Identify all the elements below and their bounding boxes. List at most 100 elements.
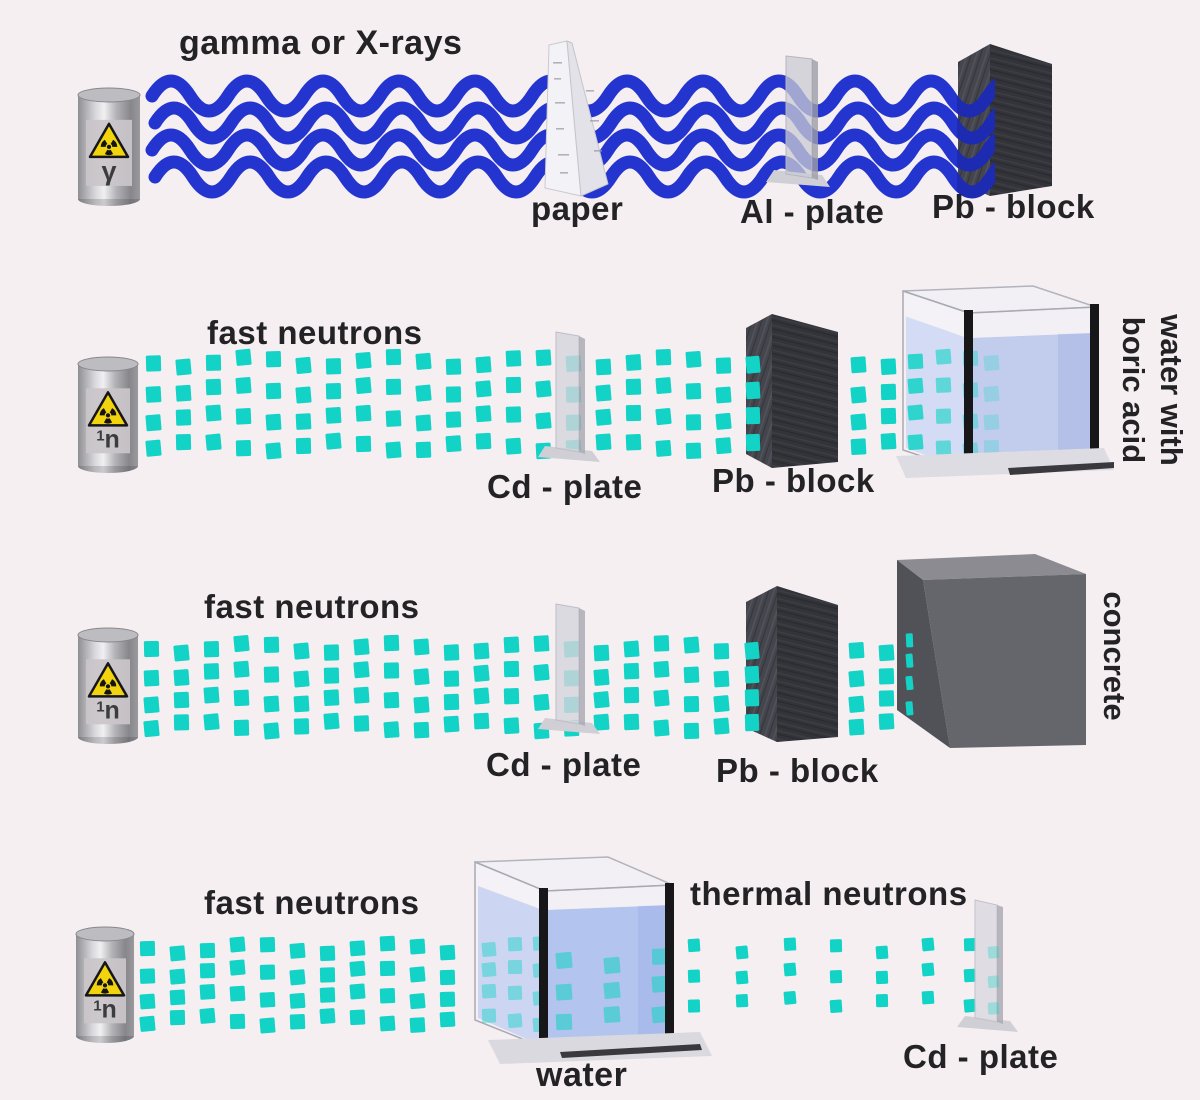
neutron-dash (353, 715, 370, 732)
neutron-dash (409, 966, 426, 983)
neutron-dash (349, 960, 366, 977)
neutron-dash (443, 693, 460, 711)
source-symbol: 1n (93, 995, 117, 1023)
neutron-dash (349, 983, 366, 1000)
neutron-dash (713, 717, 730, 735)
neutron-dash (235, 408, 252, 425)
neutron-dash (143, 640, 160, 658)
concrete-block (897, 554, 1086, 748)
neutron-dash (850, 438, 867, 456)
neutron-dash (439, 1011, 456, 1028)
neutrons-absorbed-at-concrete (905, 633, 914, 716)
neutron-dash (655, 439, 672, 457)
neutron-dash (383, 691, 400, 709)
pb-block-label-row2: Pb - block (712, 462, 875, 499)
water-tank-glass (474, 856, 712, 1064)
neutron-dash (293, 695, 310, 713)
neutron-dash (233, 660, 250, 678)
neutron-dash (199, 962, 216, 979)
neutron-dash (323, 644, 340, 661)
aluminium-plate (766, 55, 830, 187)
neutron-dash (473, 664, 490, 682)
neutron-dash (713, 670, 730, 688)
neutron-dash (379, 988, 396, 1004)
neutron-dash (921, 937, 935, 952)
neutron-dash (921, 962, 935, 977)
neutron-dash (481, 983, 497, 999)
al-plate-label: Al - plate (740, 193, 885, 230)
neutron-dash (880, 407, 897, 425)
neutron-dash (415, 352, 432, 370)
source-symbol: 1n (96, 425, 120, 453)
neutron-dash (653, 660, 670, 678)
neutron-dash (295, 437, 312, 455)
neutron-dash (687, 938, 701, 953)
neutron-dash (325, 358, 342, 375)
neutron-dash (473, 687, 490, 705)
neutron-dash (963, 938, 977, 952)
neutron-dash (880, 383, 897, 401)
neutron-dash (878, 644, 895, 662)
neutron-dash (745, 406, 761, 425)
neutron-dash (907, 377, 924, 394)
trefoil-blade (100, 988, 110, 994)
neutron-dash (481, 1008, 497, 1023)
neutron-dash (229, 985, 246, 1002)
neutron-dash (139, 1015, 156, 1032)
neutron-dash (963, 998, 977, 1013)
neutron-dash (555, 983, 573, 1001)
radiation-warning-icon (87, 391, 129, 427)
neutron-dash (265, 413, 282, 431)
neutron-dash (445, 386, 462, 403)
neutron-dash (203, 641, 220, 658)
neutron-dash (983, 414, 1000, 431)
neutron-dash (683, 695, 700, 713)
neutron-dash (265, 442, 282, 460)
neutron-dash (203, 713, 220, 731)
cadmium-plate-row2 (538, 331, 600, 462)
fast-neutron-beam-row3 (143, 634, 895, 740)
neutron-dash (905, 653, 914, 668)
neutron-dash (289, 969, 306, 986)
neutron-dash (145, 355, 162, 372)
neutron-dash (229, 1013, 246, 1030)
neutron-dash (233, 719, 250, 736)
neutrons-at-lead-surface-row3 (744, 641, 760, 732)
neutron-dash (259, 936, 276, 953)
neutron-dash (503, 660, 520, 678)
paper-print-marks (553, 62, 602, 174)
neutron-dash (413, 721, 430, 739)
neutron-dash (173, 691, 190, 709)
neutron-dash (199, 1007, 216, 1024)
neutron-dash (235, 376, 252, 394)
neutron-dash (205, 378, 222, 396)
neutron-dash (535, 380, 552, 398)
neutron-dash (651, 975, 669, 993)
neutron-dash (735, 945, 749, 960)
neutron-dash (651, 948, 669, 965)
neutron-dash (655, 377, 672, 395)
neutron-dash (355, 351, 372, 369)
neutron-dash (139, 993, 156, 1010)
neutron-dash (319, 987, 336, 1003)
neutron-dash (745, 433, 761, 452)
neutron-dash (293, 718, 310, 735)
neutron-dash (169, 989, 186, 1006)
neutron-dash (475, 356, 492, 374)
neutron-dash (259, 1017, 276, 1034)
warning-triangle (84, 961, 126, 997)
neutron-dash (379, 1015, 396, 1032)
neutron-dash (325, 406, 342, 424)
neutron-dash (439, 944, 456, 961)
neutron-dash (379, 960, 396, 977)
neutron-dash (848, 695, 865, 713)
neutron-dash (169, 968, 186, 985)
neutron-dash (735, 993, 749, 1008)
neutron-dash (439, 969, 456, 986)
neutron-dash (595, 358, 612, 376)
neutron-dash (323, 689, 340, 707)
neutron-dash (413, 668, 430, 686)
neutron-dash (443, 644, 460, 661)
neutron-dash (783, 990, 797, 1005)
